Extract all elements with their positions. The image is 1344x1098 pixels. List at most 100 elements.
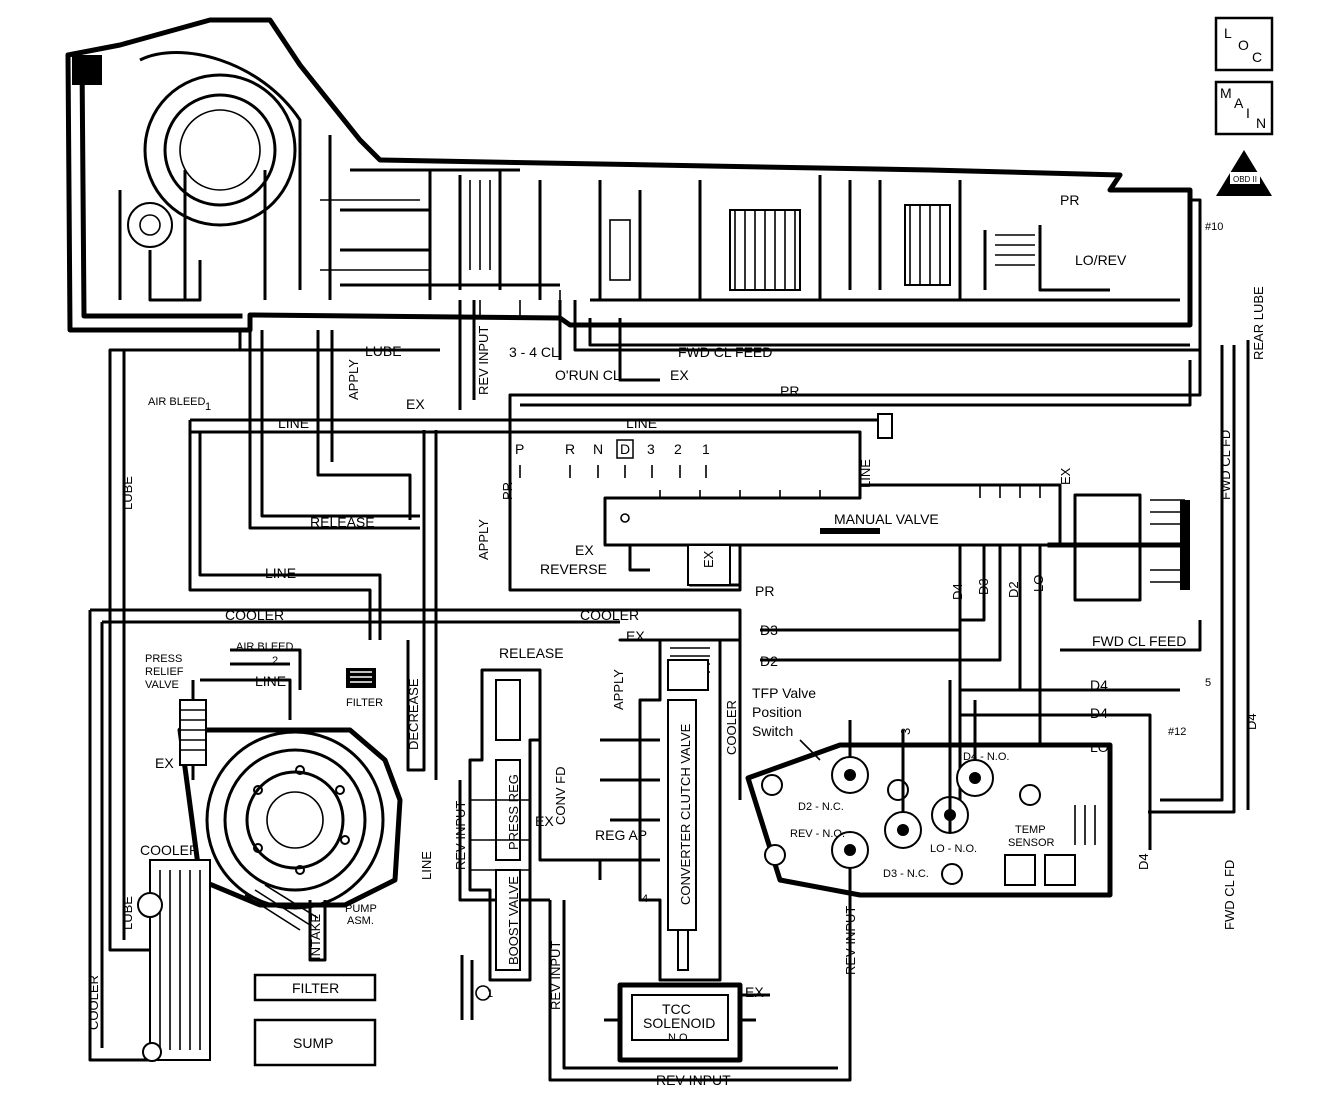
svg-text:COOLER: COOLER (225, 607, 284, 623)
svg-text:D2: D2 (760, 653, 778, 669)
svg-text:II: II (1238, 161, 1247, 173)
svg-text:COOLER: COOLER (86, 975, 101, 1030)
svg-text:LINE: LINE (278, 415, 309, 431)
svg-text:EX: EX (626, 628, 645, 644)
svg-text:Position: Position (752, 704, 802, 720)
svg-text:FWD CL FD: FWD CL FD (1222, 860, 1237, 930)
filter-box: FILTER (253, 973, 377, 1002)
svg-text:LO: LO (1031, 575, 1046, 592)
svg-text:D2: D2 (1006, 581, 1021, 598)
svg-text:D4: D4 (1244, 713, 1259, 730)
svg-text:LUBE: LUBE (120, 476, 135, 510)
svg-text:O'RUN CL: O'RUN CL (555, 367, 621, 383)
svg-text:PR: PR (755, 583, 774, 599)
svg-text:D4: D4 (950, 583, 965, 600)
svg-text:CONVERTER CLUTCH VALVE: CONVERTER CLUTCH VALVE (678, 723, 693, 905)
svg-text:LUBE: LUBE (120, 896, 135, 930)
svg-text:PR: PR (500, 482, 515, 500)
svg-text:LINE: LINE (255, 673, 286, 689)
manual-valve-positions: P R N D 3 2 1 (515, 439, 710, 478)
svg-text:PR: PR (780, 383, 799, 399)
svg-text:EX: EX (155, 755, 174, 771)
svg-text:LINE: LINE (858, 459, 873, 488)
svg-text:REVERSE: REVERSE (540, 561, 607, 577)
svg-text:D4 - N.O.: D4 - N.O. (963, 751, 1009, 763)
svg-text:AIR BLEED: AIR BLEED (148, 396, 206, 408)
svg-text:LO: LO (1090, 739, 1109, 755)
svg-text:C: C (1252, 49, 1262, 65)
svg-text:D: D (620, 441, 630, 457)
svg-text:COOLER: COOLER (724, 700, 739, 755)
svg-text:CONV FD: CONV FD (553, 767, 568, 826)
svg-text:REAR LUBE: REAR LUBE (1251, 286, 1266, 360)
svg-text:EX: EX (535, 813, 554, 829)
svg-text:FWD CL FEED: FWD CL FEED (1092, 633, 1186, 649)
cooler (137, 859, 211, 1062)
svg-text:REV INPUT: REV INPUT (453, 801, 468, 870)
svg-text:D4: D4 (1090, 705, 1108, 721)
svg-text:RELEASE: RELEASE (310, 514, 375, 530)
press-relief-valve (179, 680, 207, 780)
svg-text:PRESS REG: PRESS REG (506, 774, 521, 850)
svg-text:TFP Valve: TFP Valve (752, 685, 816, 701)
tcc-solenoid: TCC SOLENOID N.O. (604, 982, 770, 1063)
svg-text:RELIEF: RELIEF (145, 666, 184, 678)
converter-clutch-valve (618, 638, 722, 982)
svg-text:D3 - N.C.: D3 - N.C. (883, 868, 929, 880)
tfp-labels: TFP Valve Position Switch D2 - N.C. REV … (752, 685, 1055, 880)
svg-text:REG AP: REG AP (595, 827, 647, 843)
svg-text:LUBE: LUBE (365, 343, 402, 359)
svg-text:D3: D3 (760, 622, 778, 638)
svg-text:APPLY: APPLY (476, 519, 491, 560)
svg-text:EX: EX (745, 984, 764, 1000)
svg-text:LINE: LINE (419, 851, 434, 880)
svg-text:#10: #10 (1205, 221, 1223, 233)
hydraulic-lines (88, 198, 1250, 1082)
svg-text:APPLY: APPLY (346, 359, 361, 400)
svg-text:LINE: LINE (626, 415, 657, 431)
svg-text:REV INPUT: REV INPUT (843, 906, 858, 975)
svg-text:RELEASE: RELEASE (499, 645, 564, 661)
svg-text:5: 5 (1205, 677, 1211, 689)
svg-text:M: M (1220, 85, 1232, 101)
sump-box: SUMP (253, 1018, 377, 1067)
manual-valve-ports: D4 D3 D2 LO (950, 575, 1046, 600)
svg-text:BOOST VALVE: BOOST VALVE (506, 876, 521, 965)
svg-text:APPLY: APPLY (611, 669, 626, 710)
svg-text:LINE: LINE (265, 565, 296, 581)
svg-text:EX: EX (670, 367, 689, 383)
svg-text:D2 - N.C.: D2 - N.C. (798, 801, 844, 813)
svg-text:FILTER: FILTER (346, 697, 383, 709)
svg-text:COOLER: COOLER (580, 607, 639, 623)
svg-text:EX: EX (575, 542, 594, 558)
svg-text:FILTER: FILTER (292, 980, 339, 996)
svg-text:EX: EX (1058, 467, 1073, 485)
svg-text:FWD CL FD: FWD CL FD (1218, 430, 1233, 500)
svg-text:N: N (593, 441, 603, 457)
svg-text:N: N (1256, 115, 1266, 131)
svg-text:REV - N.O.: REV - N.O. (790, 828, 845, 840)
svg-text:DECREASE: DECREASE (406, 678, 421, 750)
svg-text:1: 1 (487, 988, 493, 1000)
svg-text:REV INPUT: REV INPUT (656, 1072, 731, 1088)
svg-text:1: 1 (205, 401, 211, 413)
svg-text:O: O (1238, 37, 1249, 53)
tfp-switch (745, 680, 1113, 898)
pump-assembly (177, 727, 403, 962)
svg-text:PUMP: PUMP (345, 903, 377, 915)
manual-valve-label: MANUAL VALVE (834, 511, 939, 527)
svg-text:OBD II: OBD II (1233, 175, 1257, 184)
svg-text:R: R (565, 441, 575, 457)
svg-text:P: P (515, 441, 524, 457)
svg-text:COOLER: COOLER (140, 842, 199, 858)
svg-text:4: 4 (642, 893, 648, 905)
line-labels: PR LO/REV #10 REAR LUBE LUBE APPLY REV I… (86, 192, 1266, 1088)
svg-text:I: I (1246, 105, 1250, 121)
loc-badge: L O C (1214, 16, 1274, 72)
svg-text:A: A (1234, 95, 1244, 111)
svg-text:1: 1 (702, 441, 710, 457)
svg-text:Switch: Switch (752, 723, 793, 739)
svg-text:SOLENOID: SOLENOID (643, 1015, 715, 1031)
svg-text:N.O.: N.O. (668, 1032, 691, 1044)
